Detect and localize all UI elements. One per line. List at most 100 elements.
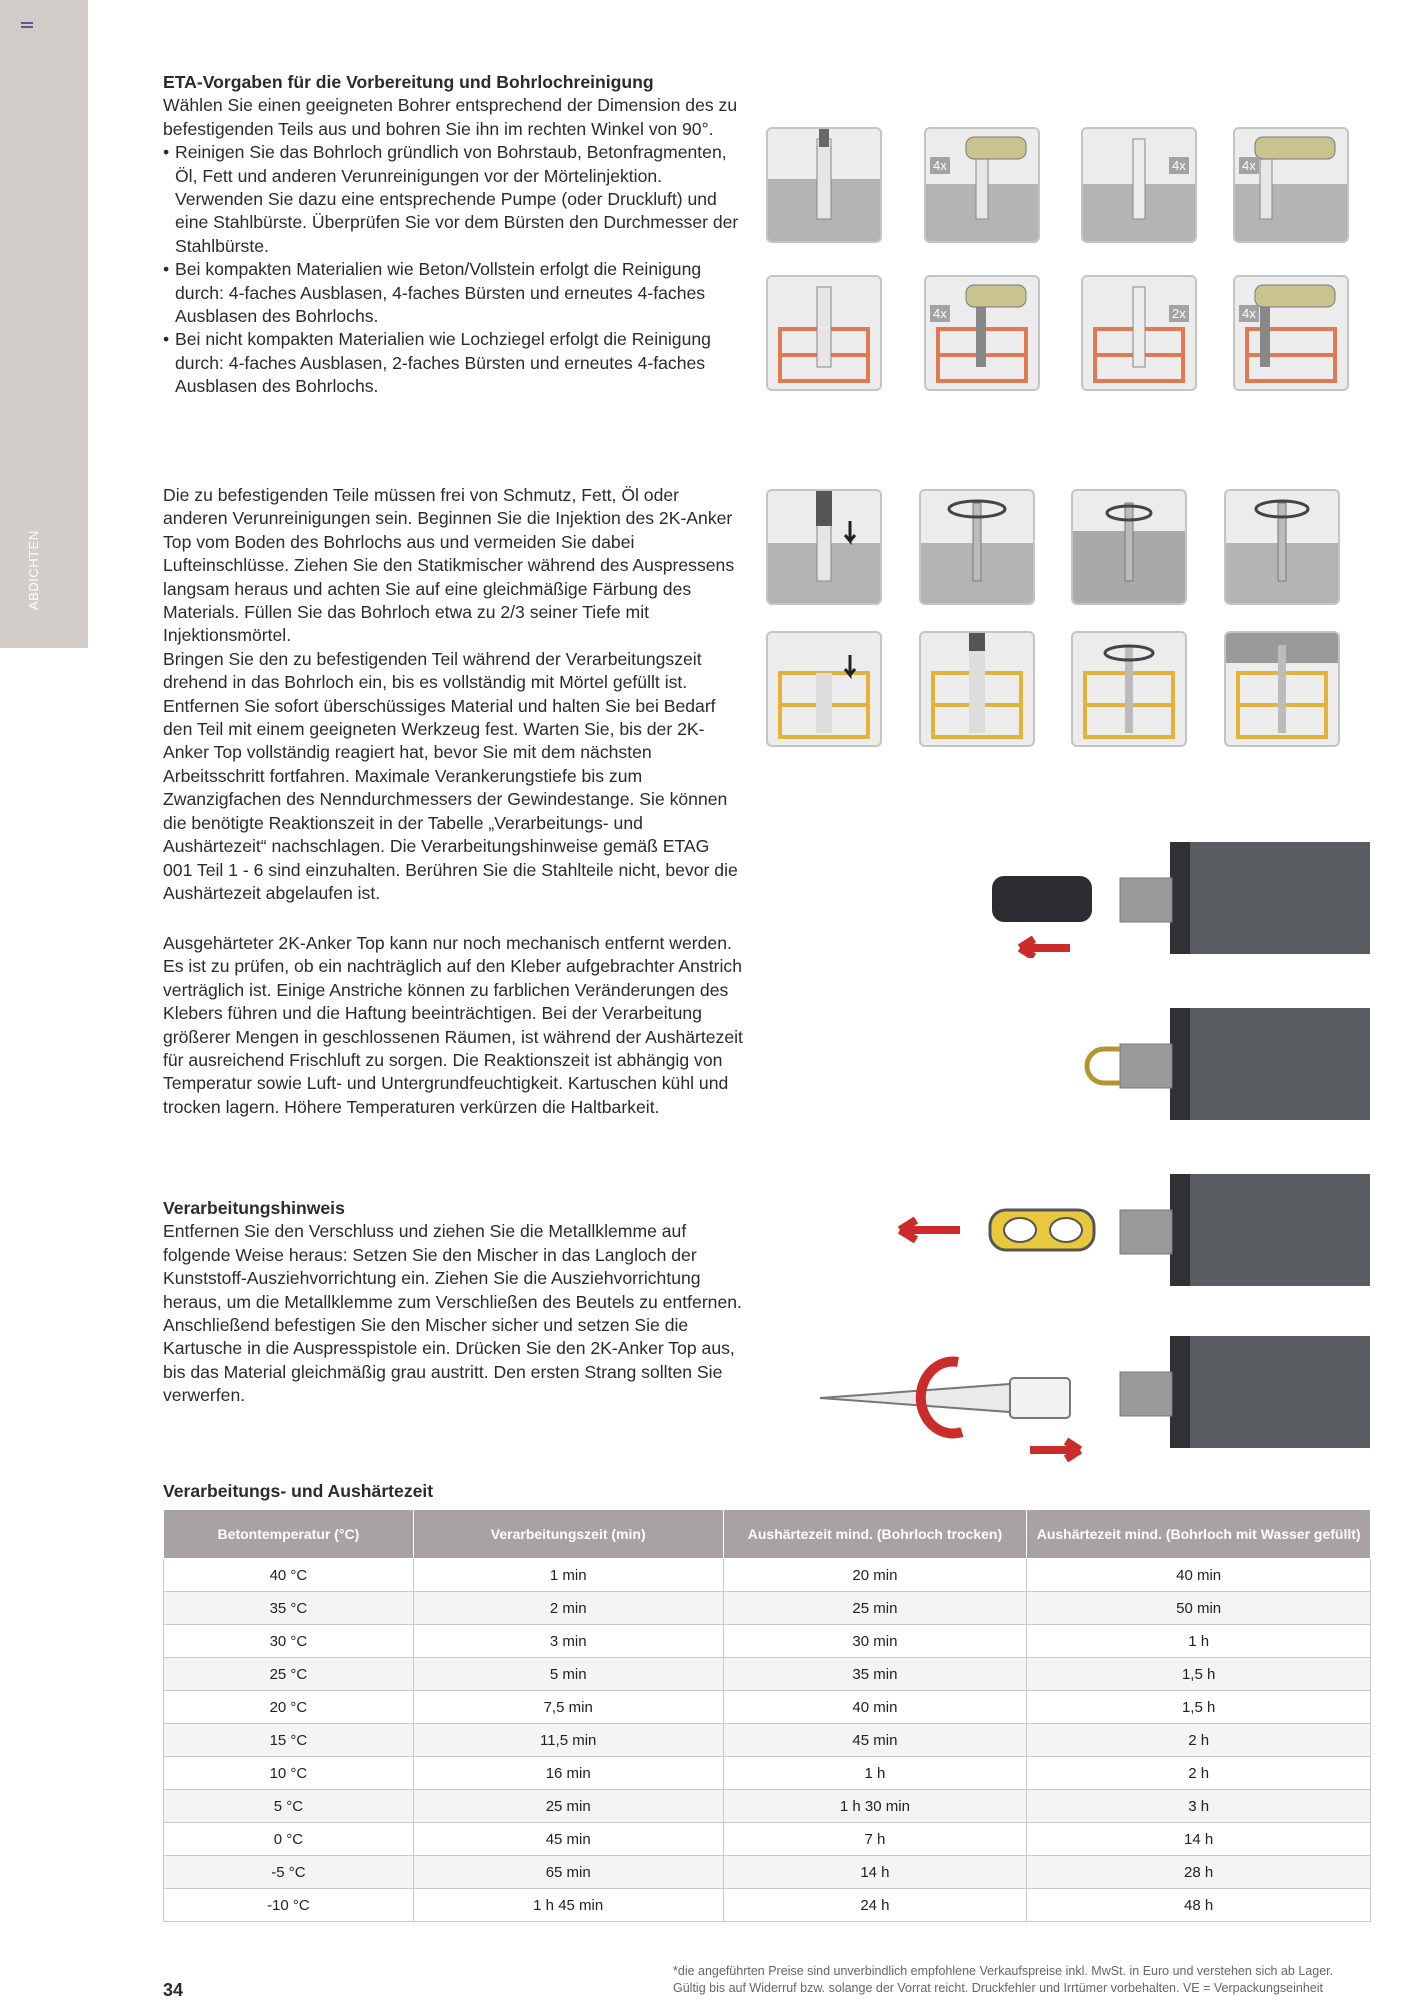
bullet-item: Reinigen Sie das Bohrloch gründlich von … [163, 141, 743, 258]
table-cell: 20 min [722, 1558, 1028, 1592]
table-cell: 14 h [1026, 1822, 1371, 1856]
section-intro: Wählen Sie einen geeigneten Bohrer entsp… [163, 95, 738, 139]
step-photo-inject-concrete [766, 489, 882, 605]
table-cell: 20 °C [163, 1690, 414, 1724]
table-cell: 30 °C [163, 1624, 414, 1658]
table-cell: 48 h [1026, 1888, 1371, 1922]
table-cell: 28 h [1026, 1855, 1371, 1889]
table-cell: 1 h [1026, 1624, 1371, 1658]
table-cell: 24 h [722, 1888, 1028, 1922]
table-cell: 2 h [1026, 1756, 1371, 1790]
table-cell: 7,5 min [412, 1690, 724, 1724]
repeat-count-badge: 4x [1239, 157, 1259, 174]
table-cell: 35 min [722, 1657, 1028, 1691]
table-cell: 50 min [1026, 1591, 1371, 1625]
table-cell: 3 h [1026, 1789, 1371, 1823]
table-cell: 35 °C [163, 1591, 414, 1625]
step-photo-brushing-brick: 2x [1081, 275, 1197, 391]
paragraph: Die zu befestigenden Teile müssen frei v… [163, 485, 735, 646]
table-cell: 1,5 h [1026, 1690, 1371, 1724]
header-processing-time: Verarbeitungszeit (min) [412, 1509, 724, 1559]
step-photo-tighten-concrete [1224, 489, 1340, 605]
table-header-row: Betontemperatur (°C) Verarbeitungszeit (… [163, 1509, 1371, 1559]
table-cell: 1 min [412, 1558, 724, 1592]
repeat-count-badge: 4x [1239, 305, 1259, 322]
table-cell: 2 min [412, 1591, 724, 1625]
table-cell: 7 h [722, 1822, 1028, 1856]
cartridge-illustration-clip-puller [800, 1170, 1370, 1290]
step-photo-reblowing-brick: 4x [1233, 275, 1349, 391]
table-cell: 30 min [722, 1624, 1028, 1658]
section-heading: Verarbeitungshinweis [163, 1198, 345, 1218]
menu-icon[interactable] [21, 22, 33, 30]
step-photo-inject-brick [766, 631, 882, 747]
table-cell: 5 °C [163, 1789, 414, 1823]
section-injektion: Die zu befestigenden Teile müssen frei v… [163, 484, 743, 905]
cartridge-illustration-mixer-attach [800, 1332, 1370, 1463]
table-cell: 2 h [1026, 1723, 1371, 1757]
step-photo-blowing-concrete: 4x [924, 127, 1040, 243]
header-concrete-temperature: Betontemperatur (°C) [163, 1509, 414, 1559]
section-entfernung: Ausgehärteter 2K-Anker Top kann nur noch… [163, 932, 743, 1119]
table-cell: 1 h 30 min [722, 1789, 1028, 1823]
curing-time-table: Betontemperatur (°C) Verarbeitungszeit (… [163, 1509, 1371, 1922]
table-cell: 40 min [1026, 1558, 1371, 1592]
table-cell: 40 °C [163, 1558, 414, 1592]
repeat-count-badge: 2x [1169, 305, 1189, 322]
paragraph: Ausgehärteter 2K-Anker Top kann nur noch… [163, 933, 743, 1117]
step-photo-drilling-concrete [766, 127, 882, 243]
step-photo-insert-sleeve-brick [919, 631, 1035, 747]
repeat-count-badge: 4x [1169, 157, 1189, 174]
table-cell: 65 min [412, 1855, 724, 1889]
table-cell: -10 °C [163, 1888, 414, 1922]
step-photo-insert-rod-concrete [919, 489, 1035, 605]
table-title: Verarbeitungs- und Aushärtezeit [163, 1481, 434, 1501]
cartridge-illustration-metal-clip [800, 1004, 1370, 1124]
step-photo-insert-rod-brick [1071, 631, 1187, 747]
table-cell: 0 °C [163, 1822, 414, 1856]
table-cell: -5 °C [163, 1855, 414, 1889]
table-cell: 16 min [412, 1756, 724, 1790]
step-photo-reblowing-concrete: 4x [1233, 127, 1349, 243]
table-cell: 1,5 h [1026, 1657, 1371, 1691]
step-photo-blowing-brick: 4x [924, 275, 1040, 391]
header-curing-time-dry: Aushärtezeit mind. (Bohrloch trocken) [722, 1509, 1028, 1559]
table-cell: 45 min [722, 1723, 1028, 1757]
repeat-count-badge: 4x [930, 305, 950, 322]
table-cell: 15 °C [163, 1723, 414, 1757]
sidebar-label: ABDICHTEN [26, 530, 41, 610]
table-cell: 25 °C [163, 1657, 414, 1691]
table-cell: 3 min [412, 1624, 724, 1658]
table-cell: 40 min [722, 1690, 1028, 1724]
page-number: 34 [163, 1980, 184, 2000]
table-cell: 11,5 min [412, 1723, 724, 1757]
section-heading: ETA-Vorgaben für die Vorbereitung und Bo… [163, 72, 654, 92]
table-cell: 1 h [722, 1756, 1028, 1790]
table-cell: 10 °C [163, 1756, 414, 1790]
section-bohrlochreinigung: ETA-Vorgaben für die Vorbereitung und Bo… [163, 71, 743, 399]
bullet-list: Reinigen Sie das Bohrloch gründlich von … [163, 141, 743, 398]
sidebar-tab [0, 0, 88, 648]
section-verarbeitungshinweis: Verarbeitungshinweis Entfernen Sie den V… [163, 1197, 743, 1408]
step-photo-brushing-concrete: 4x [1081, 127, 1197, 243]
step-photo-cure-concrete [1071, 489, 1187, 605]
footnote-line: Gültig bis auf Widerruf bzw. solange der… [673, 1981, 1323, 1995]
footnote-line: *die angeführten Preise sind unverbindli… [673, 1964, 1334, 1978]
footnote: *die angeführten Preise sind unverbindli… [673, 1963, 1373, 1997]
table-cell: 25 min [722, 1591, 1028, 1625]
table-cell: 45 min [412, 1822, 724, 1856]
table-cell: 25 min [412, 1789, 724, 1823]
paragraph: Entfernen Sie den Verschluss und ziehen … [163, 1221, 742, 1406]
table-cell: 14 h [722, 1855, 1028, 1889]
paragraph: Bringen Sie den zu befestigenden Teil wä… [163, 648, 738, 903]
